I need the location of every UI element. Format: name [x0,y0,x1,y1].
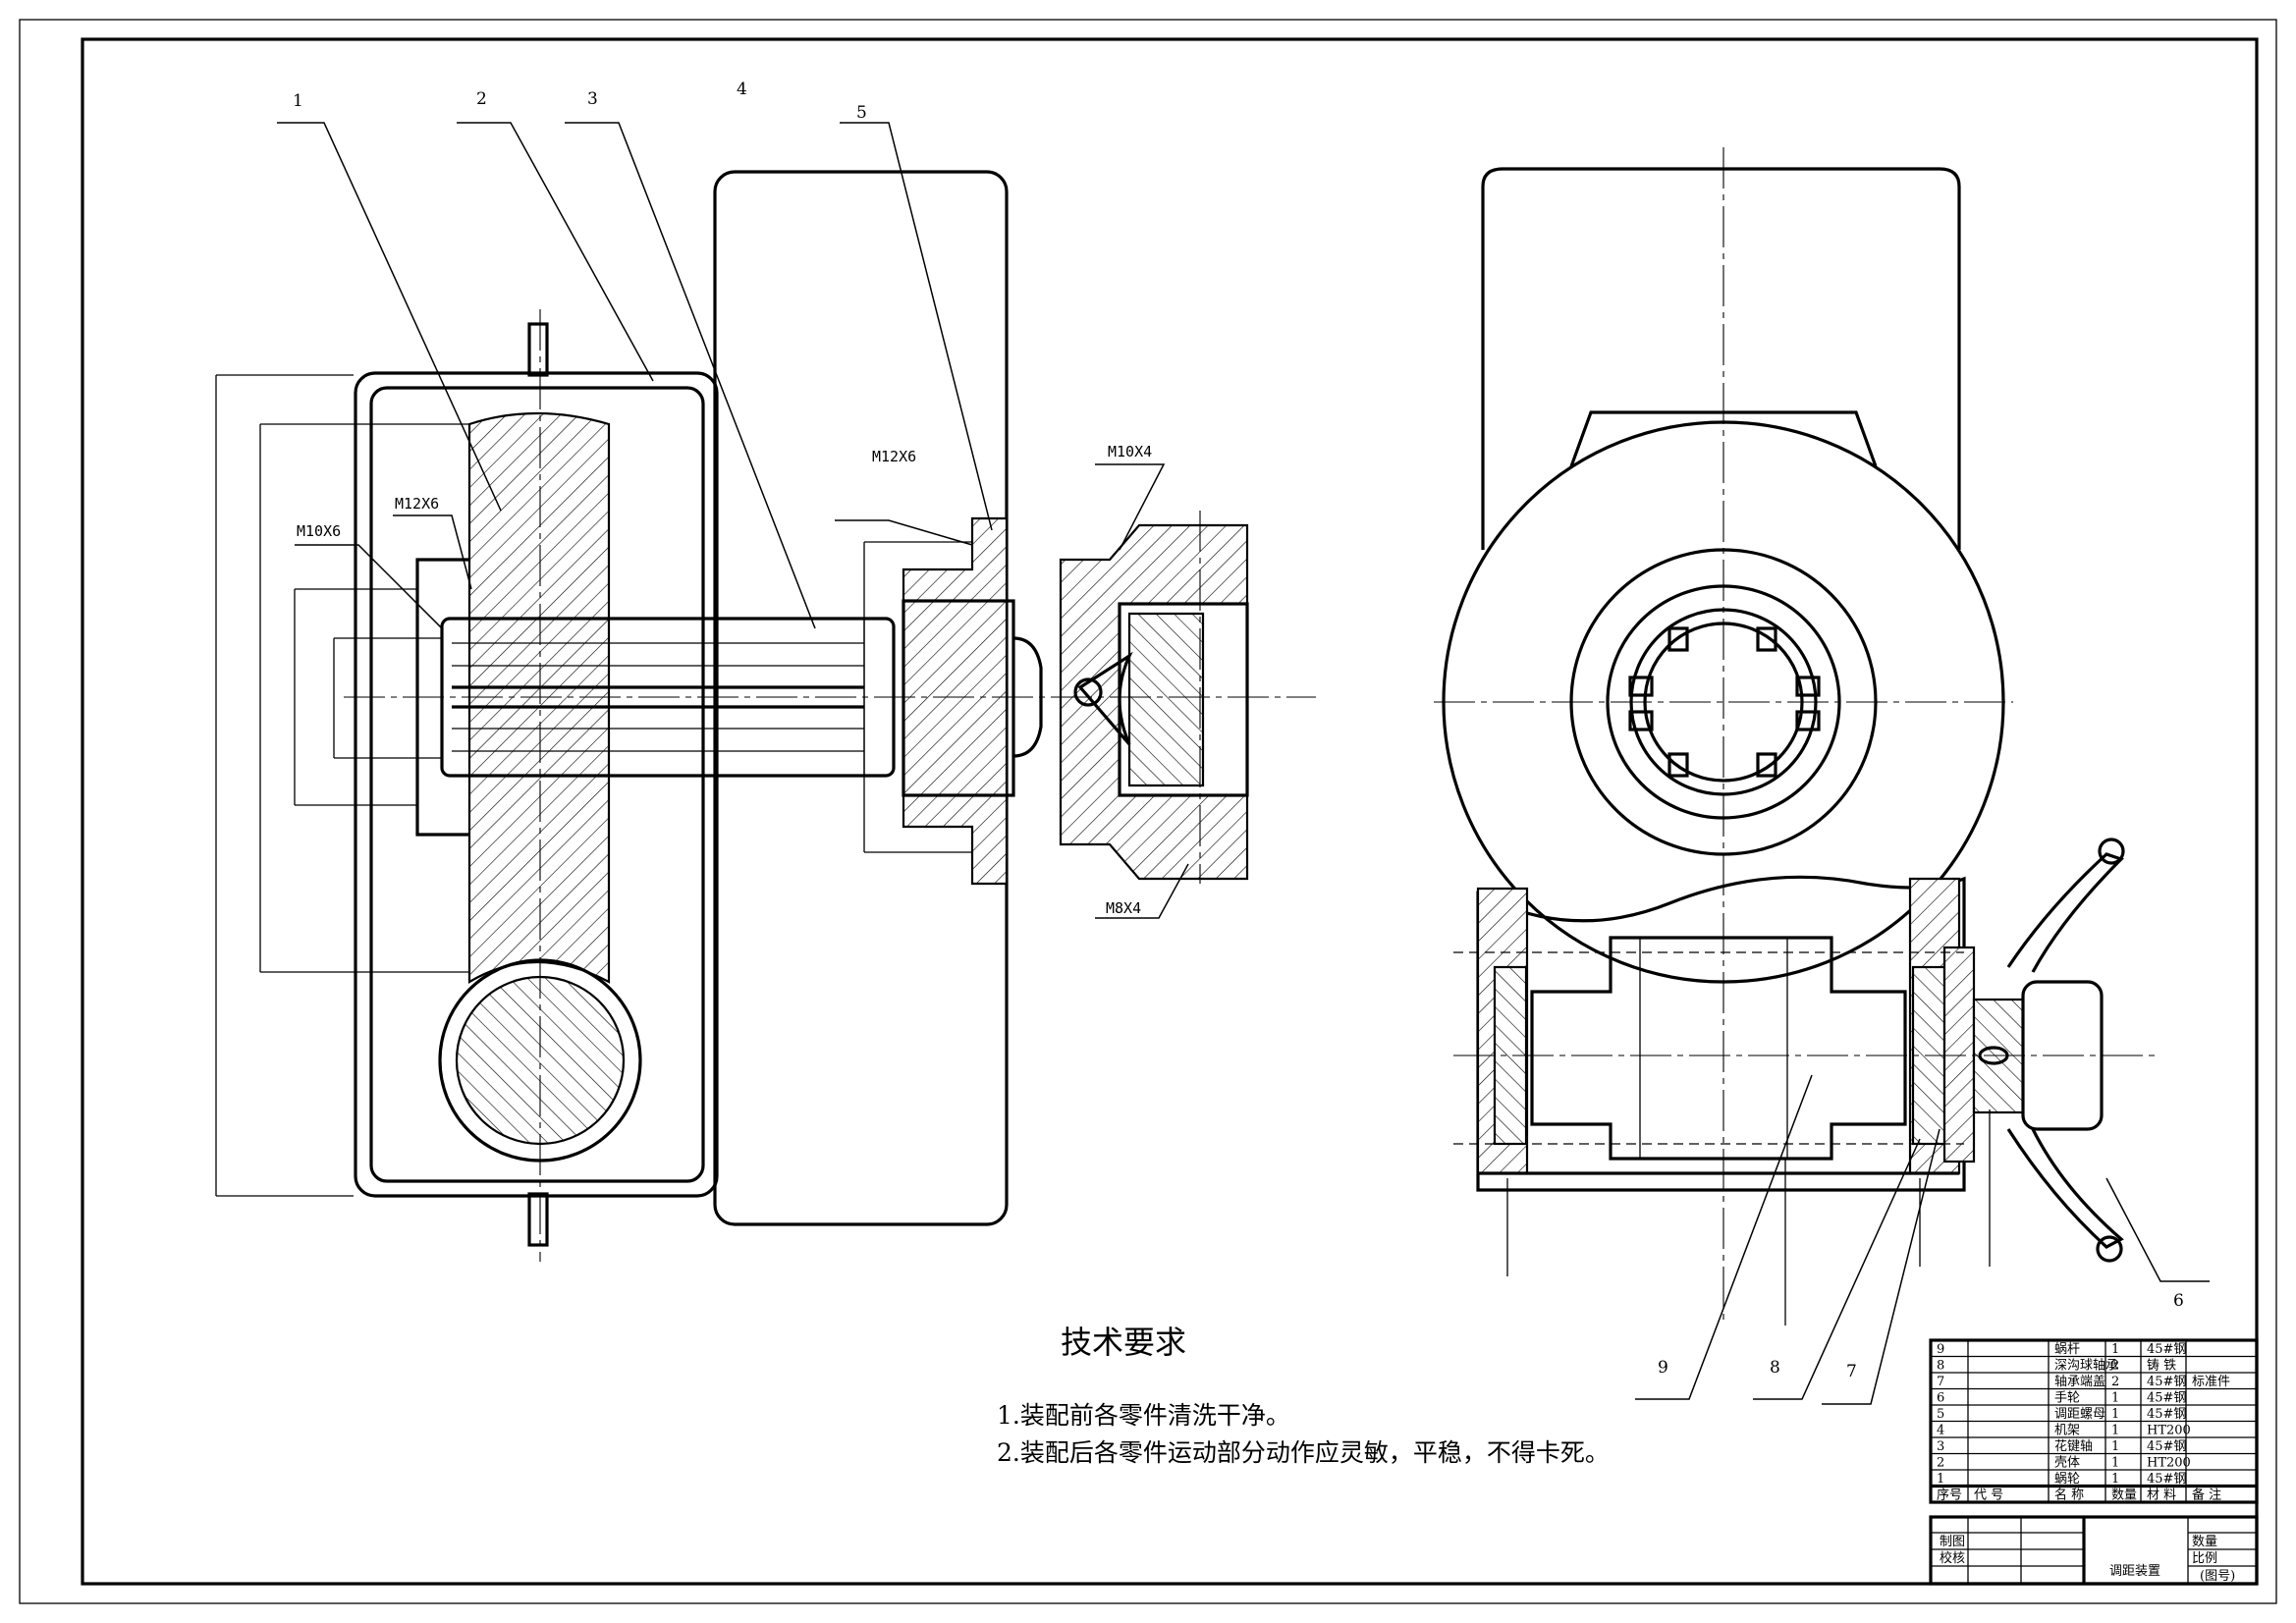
bom-cell-name: 手轮 [2054,1391,2080,1406]
tb-drawing-name: 调距装置 [2109,1564,2160,1579]
bom-cell-qty: 1 [2111,1439,2119,1454]
bom-cell-name: 轴承端盖 [2054,1375,2105,1389]
tech-req-item-1: 1.装配前各零件清洗干净。 [997,1401,1290,1430]
bom-cell-qty: 1 [2111,1472,2119,1487]
balloon-8: 8 [1770,1358,1780,1378]
handwheel-knob-top [2098,838,2125,865]
bom-cell-material: 铸 铁 [2147,1358,2176,1374]
balloon-2: 2 [476,89,487,109]
bom-cell-qty: 1 [2111,1456,2119,1471]
bom-cell-name: 花键轴 [2054,1438,2093,1454]
sheet-inner-border [81,37,2259,1586]
annot-m12x6-left: M12X6 [395,495,439,513]
bottom-lug [527,1192,549,1247]
worm-shaft [1530,936,1907,1161]
tech-req-item-2: 2.装配后各零件运动部分动作应灵敏，平稳，不得卡死。 [997,1438,1610,1467]
side-view: 6 7 8 9 [1434,147,2210,1405]
bom-header-cell: 名 称 [2054,1488,2084,1503]
frame-top-outline [1481,167,1961,550]
leader-8 [1753,1138,1921,1400]
annot-m10x6: M10X6 [297,522,341,540]
tb-qty: 数量 [2192,1535,2217,1549]
bom-cell-qty: 1 [2111,1342,2119,1357]
bom-header-cell: 序号 [1937,1488,1962,1503]
adjusting-nut [902,516,1009,886]
tb-drawing-no: (图号) [2200,1569,2235,1584]
spline-teeth [1628,626,1821,778]
bom-cell-material: HT200 [2147,1424,2191,1438]
nut-bore [902,599,1015,797]
bom-cell-no: 5 [1937,1407,1944,1422]
bom-cell-name: 调距螺母 [2054,1407,2105,1422]
bom-cell-no: 7 [1937,1375,1944,1389]
bom-cell-qty: 1 [2111,1424,2119,1438]
annot-m10x4: M10X4 [1108,443,1152,460]
balloon-6: 6 [2173,1291,2184,1311]
balloon-5: 5 [856,103,867,123]
bom-cell-qty: 2 [2111,1375,2119,1389]
housing-inner [369,386,705,1183]
bom-cell-qty: 1 [2111,1391,2119,1406]
bom-cell-no: 6 [1937,1391,1944,1406]
technical-requirements: 技术要求 1.装配前各零件清洗干净。 2.装配后各零件运动部分动作应灵敏，平稳，… [997,1324,1610,1467]
handwheel-spoke [2006,852,2124,1249]
bom-cell-no: 2 [1937,1456,1944,1471]
bom-cell-material: 45#钢 [2147,1472,2186,1487]
annot-m12x6-mid: M12X6 [872,448,916,465]
dimension-lines [215,374,972,1197]
ball [1073,677,1103,707]
end-insert [1127,612,1205,787]
tech-req-title: 技术要求 [1061,1324,1186,1361]
balloon-4: 4 [737,80,747,99]
balloon-3: 3 [587,89,598,109]
bom-cell-material: 45#钢 [2147,1407,2186,1422]
bom-cell-material: 45#钢 [2147,1391,2186,1406]
leader-9 [1635,1074,1813,1400]
bom-cell-qty: 1 [2111,1407,2119,1422]
tb-checked: 校核 [1940,1550,1965,1566]
bom-cell-name: 机架 [2054,1424,2080,1438]
bom-header-cell: 数量 [2111,1488,2137,1503]
ball-seat [1077,651,1133,746]
tb-drawn: 制图 [1940,1535,1965,1549]
bom-cell-name: 蜗轮 [2054,1471,2080,1487]
leader-7 [1822,1128,1941,1405]
bom-header-cell: 代 号 [1974,1488,2003,1503]
bom-cell-name: 深沟球轴承 [2054,1359,2118,1374]
bom-cell-material: 45#钢 [2147,1439,2186,1454]
bom-cell-material: 45#钢 [2147,1375,2186,1389]
balloon-7: 7 [1846,1362,1857,1381]
balloon-1: 1 [293,91,303,111]
tb-scale: 比例 [2192,1551,2217,1566]
title-block: 制图 校核 调距装置 数量 比例 (图号) [1929,1515,2259,1586]
bom-header-cell: 备 注 [2192,1488,2221,1503]
leaders-left [277,122,1189,919]
annot-m8x4: M8X4 [1106,899,1141,917]
front-section-view: 1 2 3 4 5 M10X6 M12X6 M12X6 M10X4 M8X4 [215,80,1316,1262]
end-cover [1942,946,1976,1163]
balloon-9: 9 [1658,1358,1668,1378]
sheet-outer-border [19,19,2277,1604]
bom-header-cell: 材 料 [2147,1488,2176,1503]
leader-6 [2105,1177,2210,1282]
bom-cell-name: 蜗杆 [2054,1341,2080,1357]
bom-cell-remark: 标准件 [2192,1375,2230,1389]
worm-core [455,975,626,1146]
bom-cell-material: HT200 [2147,1456,2191,1471]
handwheel-knob-bottom [2096,1235,2123,1263]
bom-cell-material: 45#钢 [2147,1342,2186,1357]
bom-cell-no: 3 [1937,1439,1944,1454]
bom-cell-no: 1 [1937,1472,1944,1487]
bom-cell-name: 壳体 [2054,1456,2080,1471]
bom-cell-no: 8 [1937,1359,1944,1374]
bom-cell-no: 4 [1937,1424,1944,1438]
bom-cell-qty: 2 [2111,1359,2119,1374]
bom-cell-no: 9 [1937,1342,1944,1357]
housing-outer [354,371,719,1198]
top-lug [527,322,549,377]
